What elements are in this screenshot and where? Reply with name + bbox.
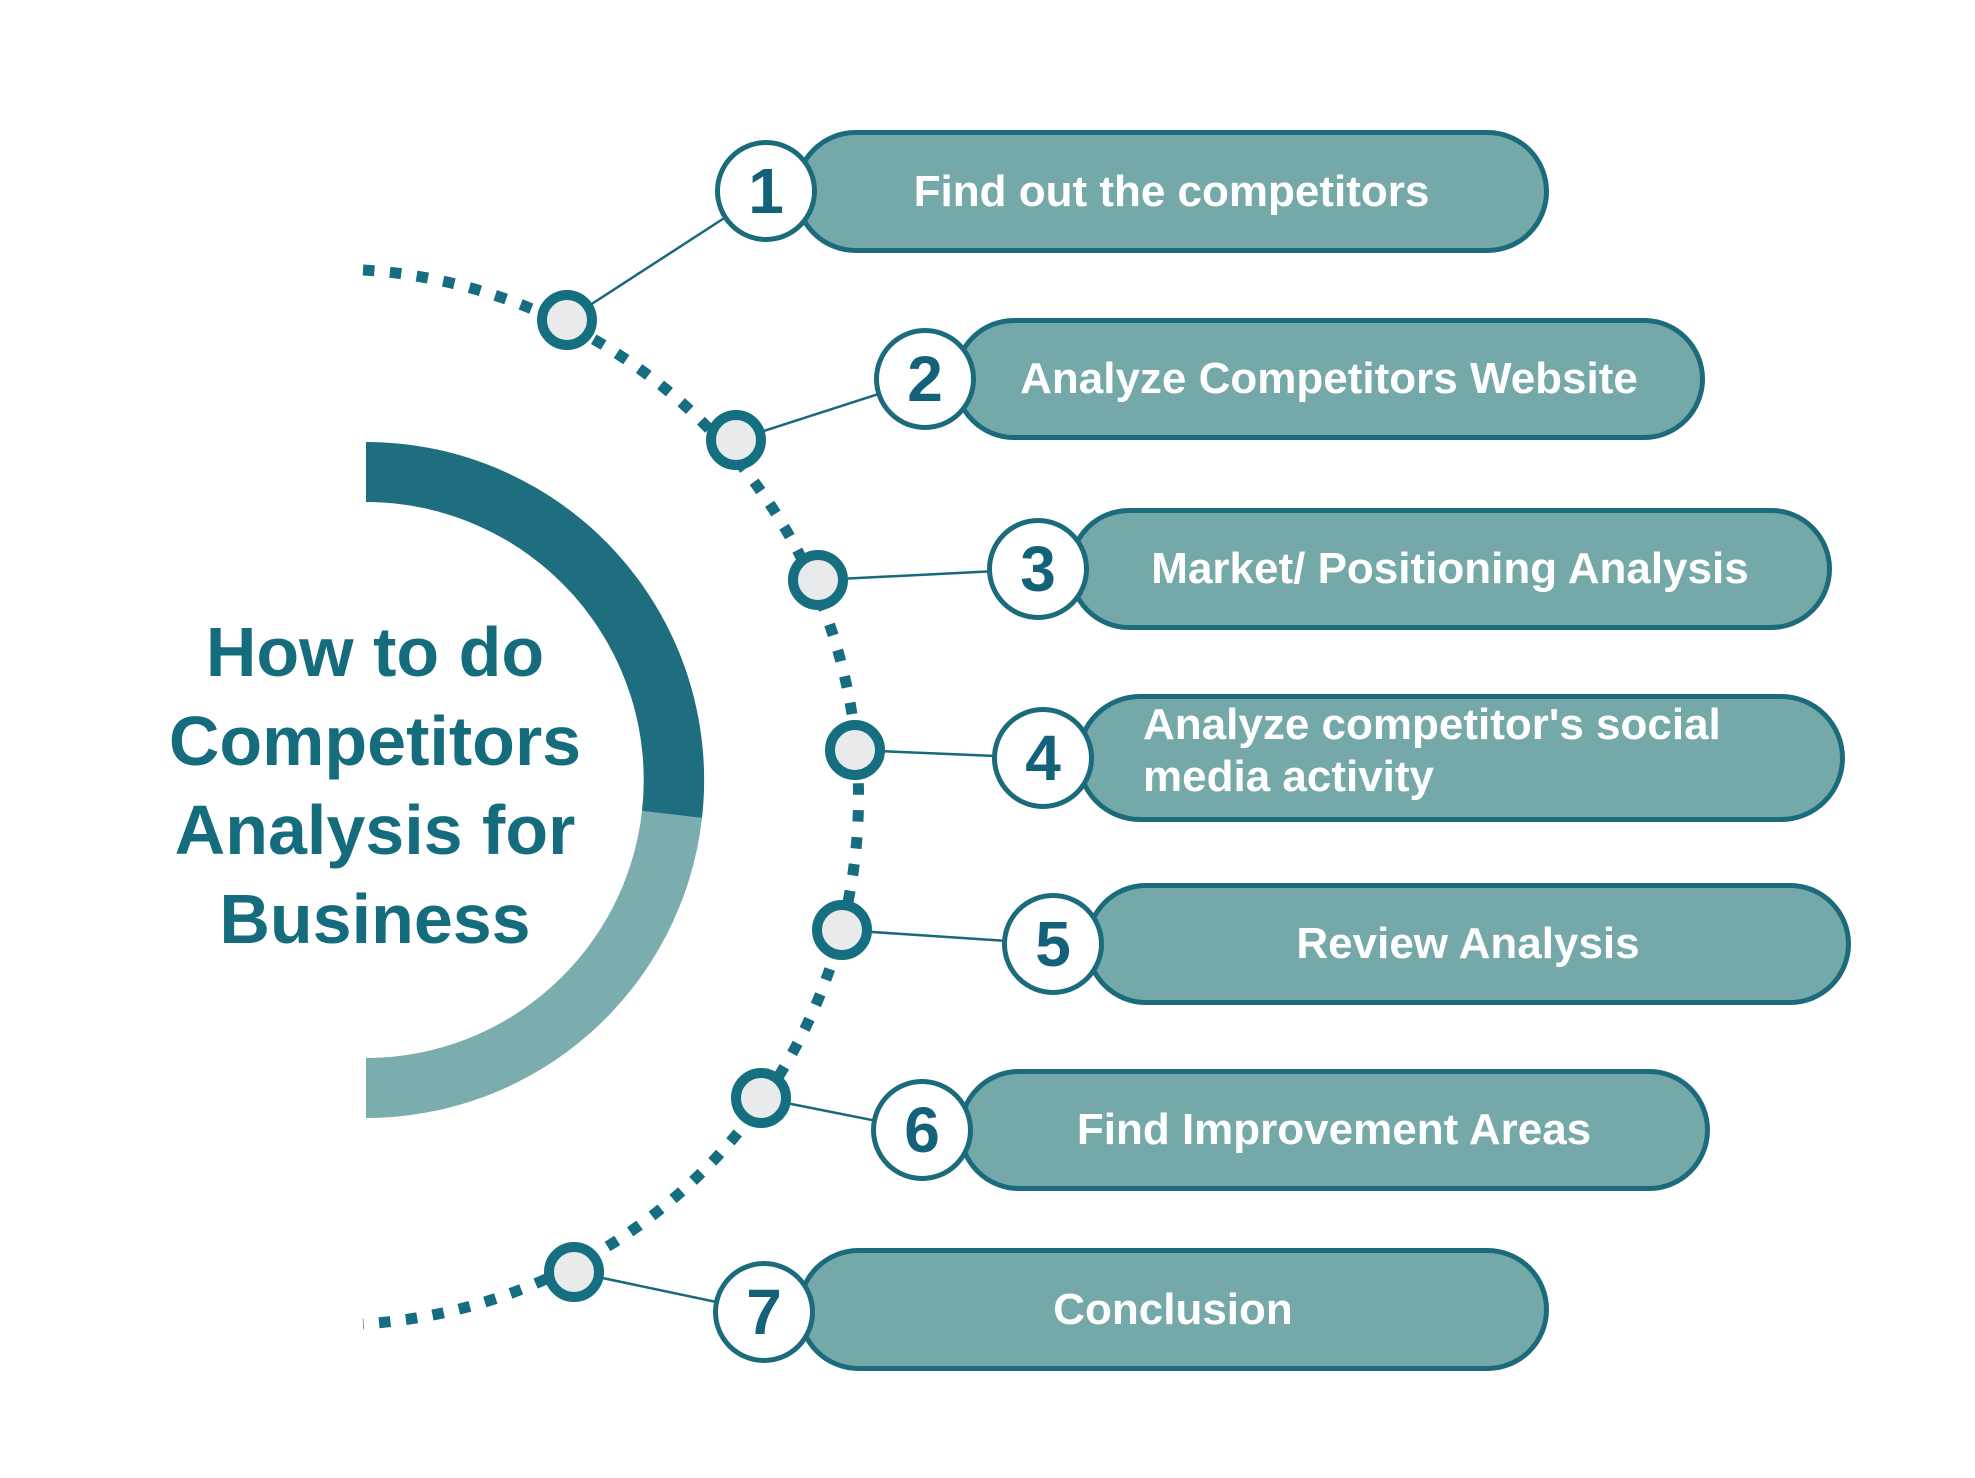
step-label-1: Find out the competitors — [913, 166, 1430, 216]
step-number-7: 7 — [746, 1276, 782, 1348]
timeline-node-3 — [788, 550, 848, 610]
timeline-node-1 — [537, 290, 597, 350]
timeline-node-7 — [544, 1242, 604, 1302]
page-title: How to do Competitors Analysis for Busin… — [110, 608, 640, 964]
timeline-node-5 — [812, 900, 872, 960]
step-number-2: 2 — [907, 343, 943, 415]
step-pill-3: Market/ Positioning Analysis — [1068, 508, 1832, 630]
step-label-4-line-2: media activity — [1143, 752, 1435, 801]
timeline-node-6 — [731, 1068, 791, 1128]
title-line-2: Competitors — [168, 702, 582, 780]
step-number-badge-6: 6 — [871, 1079, 973, 1181]
step-number-3: 3 — [1020, 533, 1056, 605]
step-number-badge-3: 3 — [987, 518, 1089, 620]
step-pill-5: Review Analysis — [1085, 883, 1851, 1005]
timeline-node-4 — [825, 720, 885, 780]
step-number-5: 5 — [1035, 908, 1071, 980]
step-pill-2: Analyze Competitors Website — [953, 318, 1705, 440]
timeline-node-2 — [706, 410, 766, 470]
title-line-1: How to do — [205, 613, 545, 691]
step-number-badge-7: 7 — [713, 1261, 815, 1363]
step-number-badge-5: 5 — [1002, 893, 1104, 995]
step-label-7: Conclusion — [1053, 1284, 1293, 1334]
step-number-4: 4 — [1025, 722, 1061, 794]
step-pill-1: Find out the competitors — [794, 130, 1549, 253]
step-label-4-line-1: Analyze competitor's social — [1143, 700, 1721, 749]
step-number-badge-4: 4 — [992, 707, 1094, 809]
step-pill-4: Analyze competitor's social media activi… — [1076, 694, 1845, 822]
step-label-5: Review Analysis — [1296, 919, 1640, 968]
step-pill-6: Find Improvement Areas — [958, 1069, 1710, 1191]
title-line-4: Business — [219, 880, 531, 958]
step-number-6: 6 — [904, 1094, 940, 1166]
step-pill-7: Conclusion — [797, 1248, 1549, 1371]
title-line-3: Analysis for — [174, 791, 576, 869]
step-number-badge-1: 1 — [715, 140, 817, 242]
half-donut-light-segment — [366, 811, 702, 1119]
step-label-3: Market/ Positioning Analysis — [1151, 544, 1749, 593]
step-label-6: Find Improvement Areas — [1076, 1105, 1592, 1154]
dotted-arc — [362, 264, 865, 1330]
step-number-1: 1 — [748, 155, 784, 227]
step-label-2: Analyze Competitors Website — [1020, 354, 1638, 403]
half-donut-dark-segment — [366, 441, 705, 818]
step-number-badge-2: 2 — [874, 328, 976, 430]
